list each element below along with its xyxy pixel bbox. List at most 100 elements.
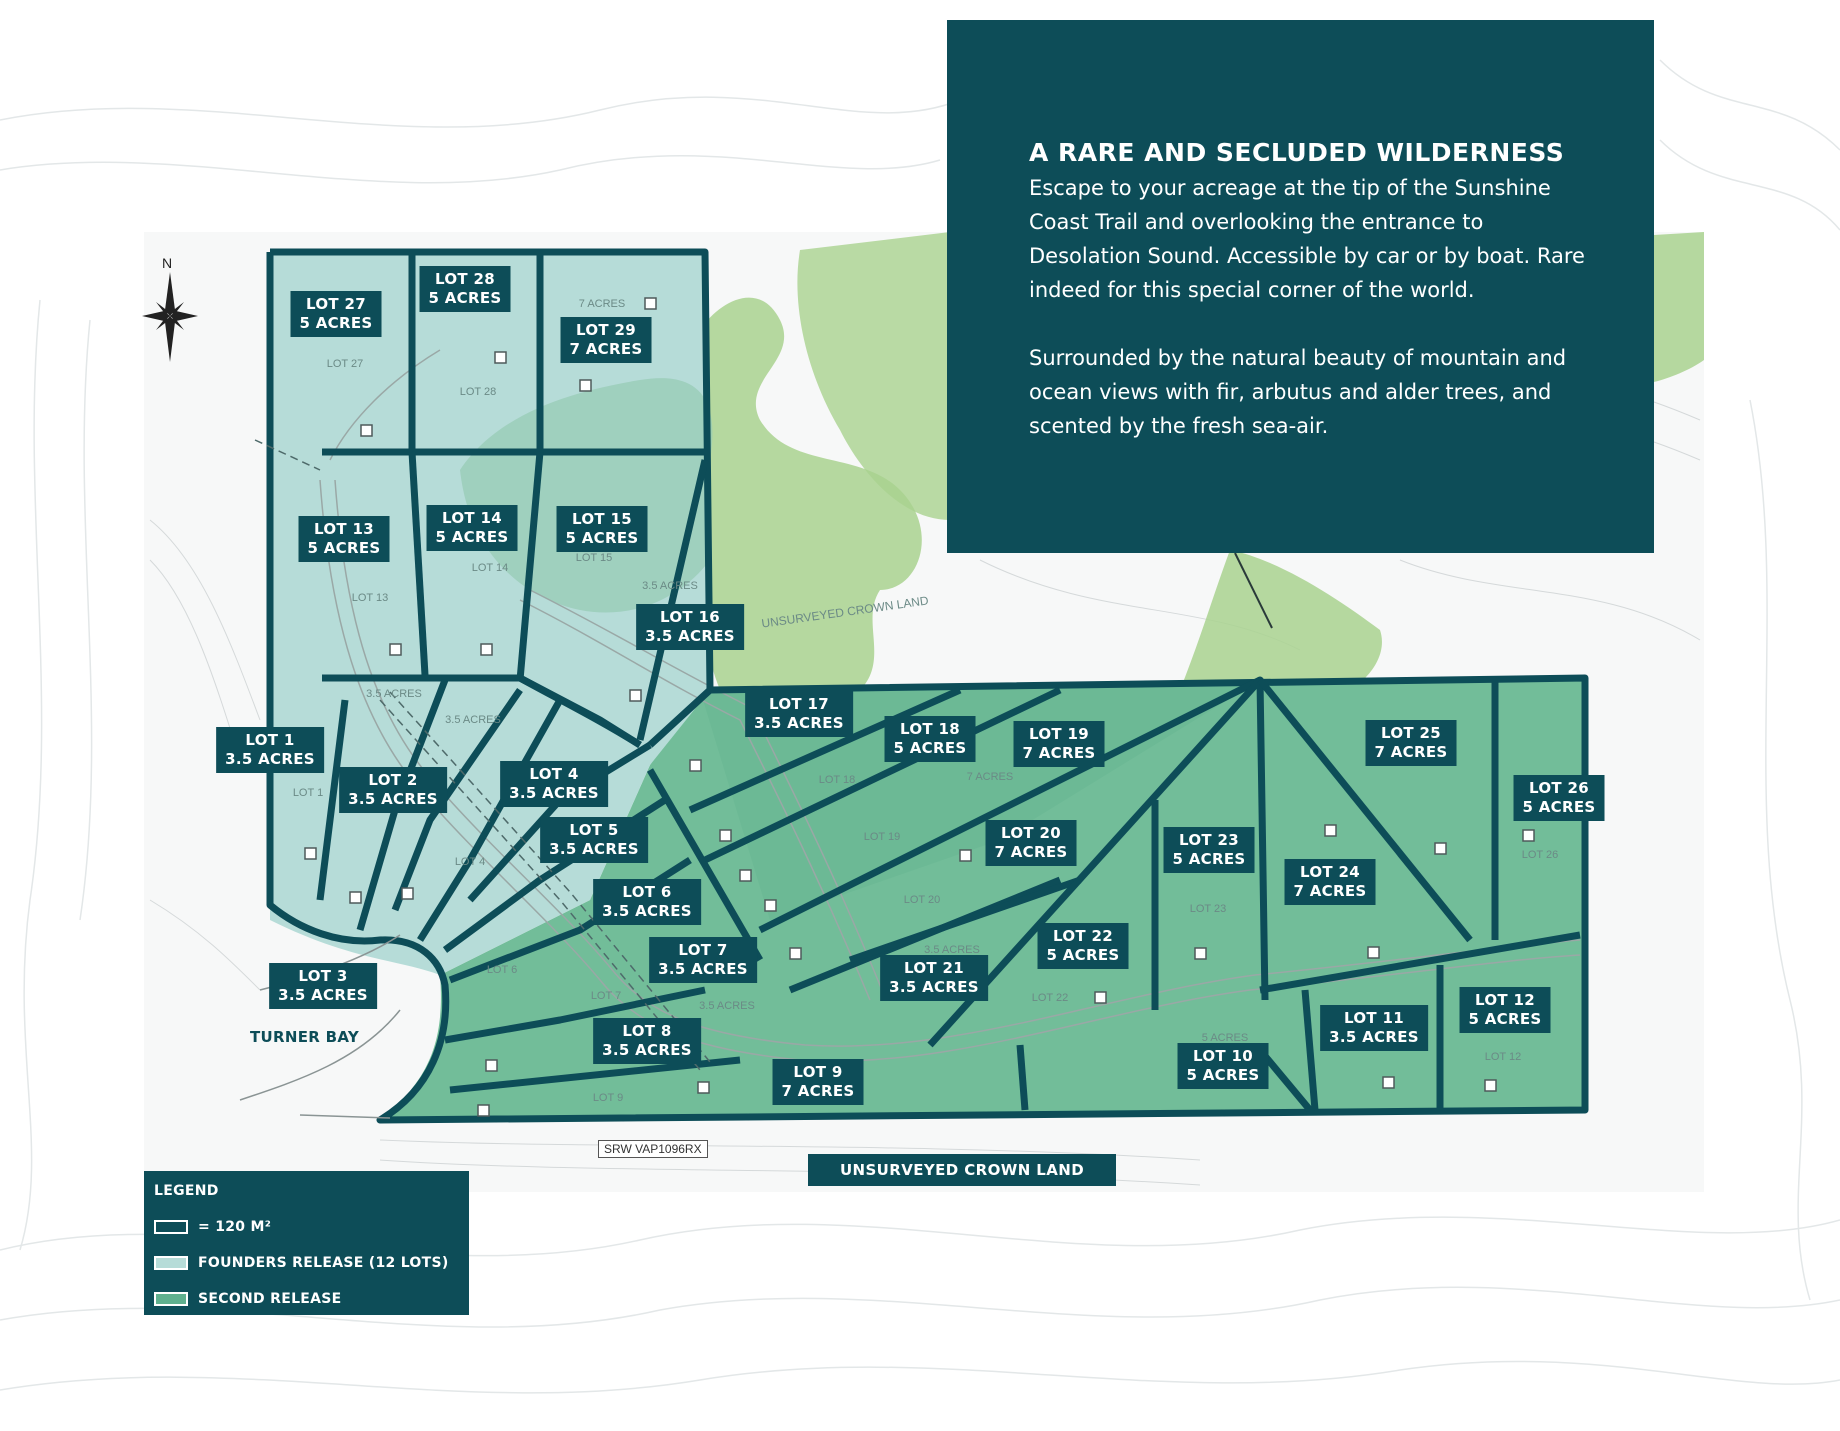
faint-label: 7 ACRES [966,771,1014,783]
legend-title: LEGEND [154,1183,219,1199]
lot-name: LOT 1 [245,731,295,749]
info-paragraph-1: Escape to your acreage at the tip of the… [1029,176,1585,302]
lot-name: LOT 8 [622,1022,672,1040]
faint-label: LOT 22 [1031,992,1069,1004]
legend-label: FOUNDERS RELEASE (12 LOTS) [198,1255,449,1271]
faint-label: 3.5 ACRES [699,1000,755,1012]
unsurveyed-crown-land [697,232,1704,700]
lot-acres: 5 ACRES [1522,798,1596,816]
lot-name: LOT 18 [900,720,960,738]
legend-swatch [154,1256,188,1270]
faint-label: LOT 6 [486,964,518,976]
faint-label: 7 ACRES [578,298,626,310]
faint-label: LOT 28 [459,386,497,398]
lot-acres: 7 ACRES [781,1082,855,1100]
lot-name: LOT 24 [1300,863,1360,881]
lot-acres: 7 ACRES [569,340,643,358]
north-letter: N [162,255,172,271]
legend-swatch [154,1292,188,1306]
lot-acres: 3.5 ACRES [509,784,599,802]
lot-acres: 3.5 ACRES [889,978,979,996]
lot-acres: 7 ACRES [994,843,1068,861]
lot-name: LOT 26 [1529,779,1589,797]
faint-label: 3.5 ACRES [366,688,422,700]
lot-acres: 7 ACRES [1293,882,1367,900]
lot-acres: 3.5 ACRES [549,840,639,858]
lot-acres: 5 ACRES [893,739,967,757]
faint-label: LOT 7 [590,990,622,1002]
lot-acres: 3.5 ACRES [278,986,368,1004]
lot-name: LOT 2 [368,771,418,789]
faint-label: LOT 18 [818,774,856,786]
faint-label: 3.5 ACRES [642,580,698,592]
faint-label: 3.5 ACRES [445,714,501,726]
lot-name: LOT 10 [1193,1047,1253,1065]
faint-label: LOT 27 [326,358,364,370]
faint-label: LOT 20 [903,894,941,906]
faint-label: 3.5 ACRES [924,944,980,956]
lot-acres: 7 ACRES [1374,743,1448,761]
lot-acres: 3.5 ACRES [225,750,315,768]
lot-name: LOT 13 [314,520,374,538]
lot-acres: 3.5 ACRES [602,902,692,920]
info-paragraph-2: Surrounded by the natural beauty of moun… [1029,346,1567,438]
srw-label: SRW VAP1096RX [598,1140,708,1158]
lot-name: LOT 22 [1053,927,1113,945]
lot-name: LOT 28 [435,270,495,288]
legend-item: FOUNDERS RELEASE (12 LOTS) [154,1245,459,1281]
lot-name: LOT 4 [529,765,579,783]
lot-acres: 3.5 ACRES [754,714,844,732]
lot-acres: 7 ACRES [1022,744,1096,762]
lot-acres: 3.5 ACRES [645,627,735,645]
faint-label: LOT 1 [292,787,324,799]
info-pointer [1234,552,1273,629]
lot-name: LOT 17 [769,695,829,713]
lot-acres: 5 ACRES [1172,850,1246,868]
faint-label: LOT 26 [1521,849,1559,861]
lot-name: LOT 20 [1001,824,1061,842]
lot-acres: 5 ACRES [307,539,381,557]
lot-name: LOT 6 [622,883,672,901]
lot-name: LOT 7 [678,941,728,959]
faint-label: LOT 14 [471,562,509,574]
crown-land-label: UNSURVEYED CROWN LAND [808,1154,1116,1186]
lot-name: LOT 3 [298,967,348,985]
lot-name: LOT 27 [306,295,366,313]
lot-name: LOT 12 [1475,991,1535,1009]
legend-item: = 120 M² [154,1209,459,1245]
building-markers [304,297,1535,1117]
lot-acres: 3.5 ACRES [658,960,748,978]
north-arrow-icon: N [142,255,198,362]
lot-name: LOT 19 [1029,725,1089,743]
faint-label: 5 ACRES [1201,1032,1249,1044]
